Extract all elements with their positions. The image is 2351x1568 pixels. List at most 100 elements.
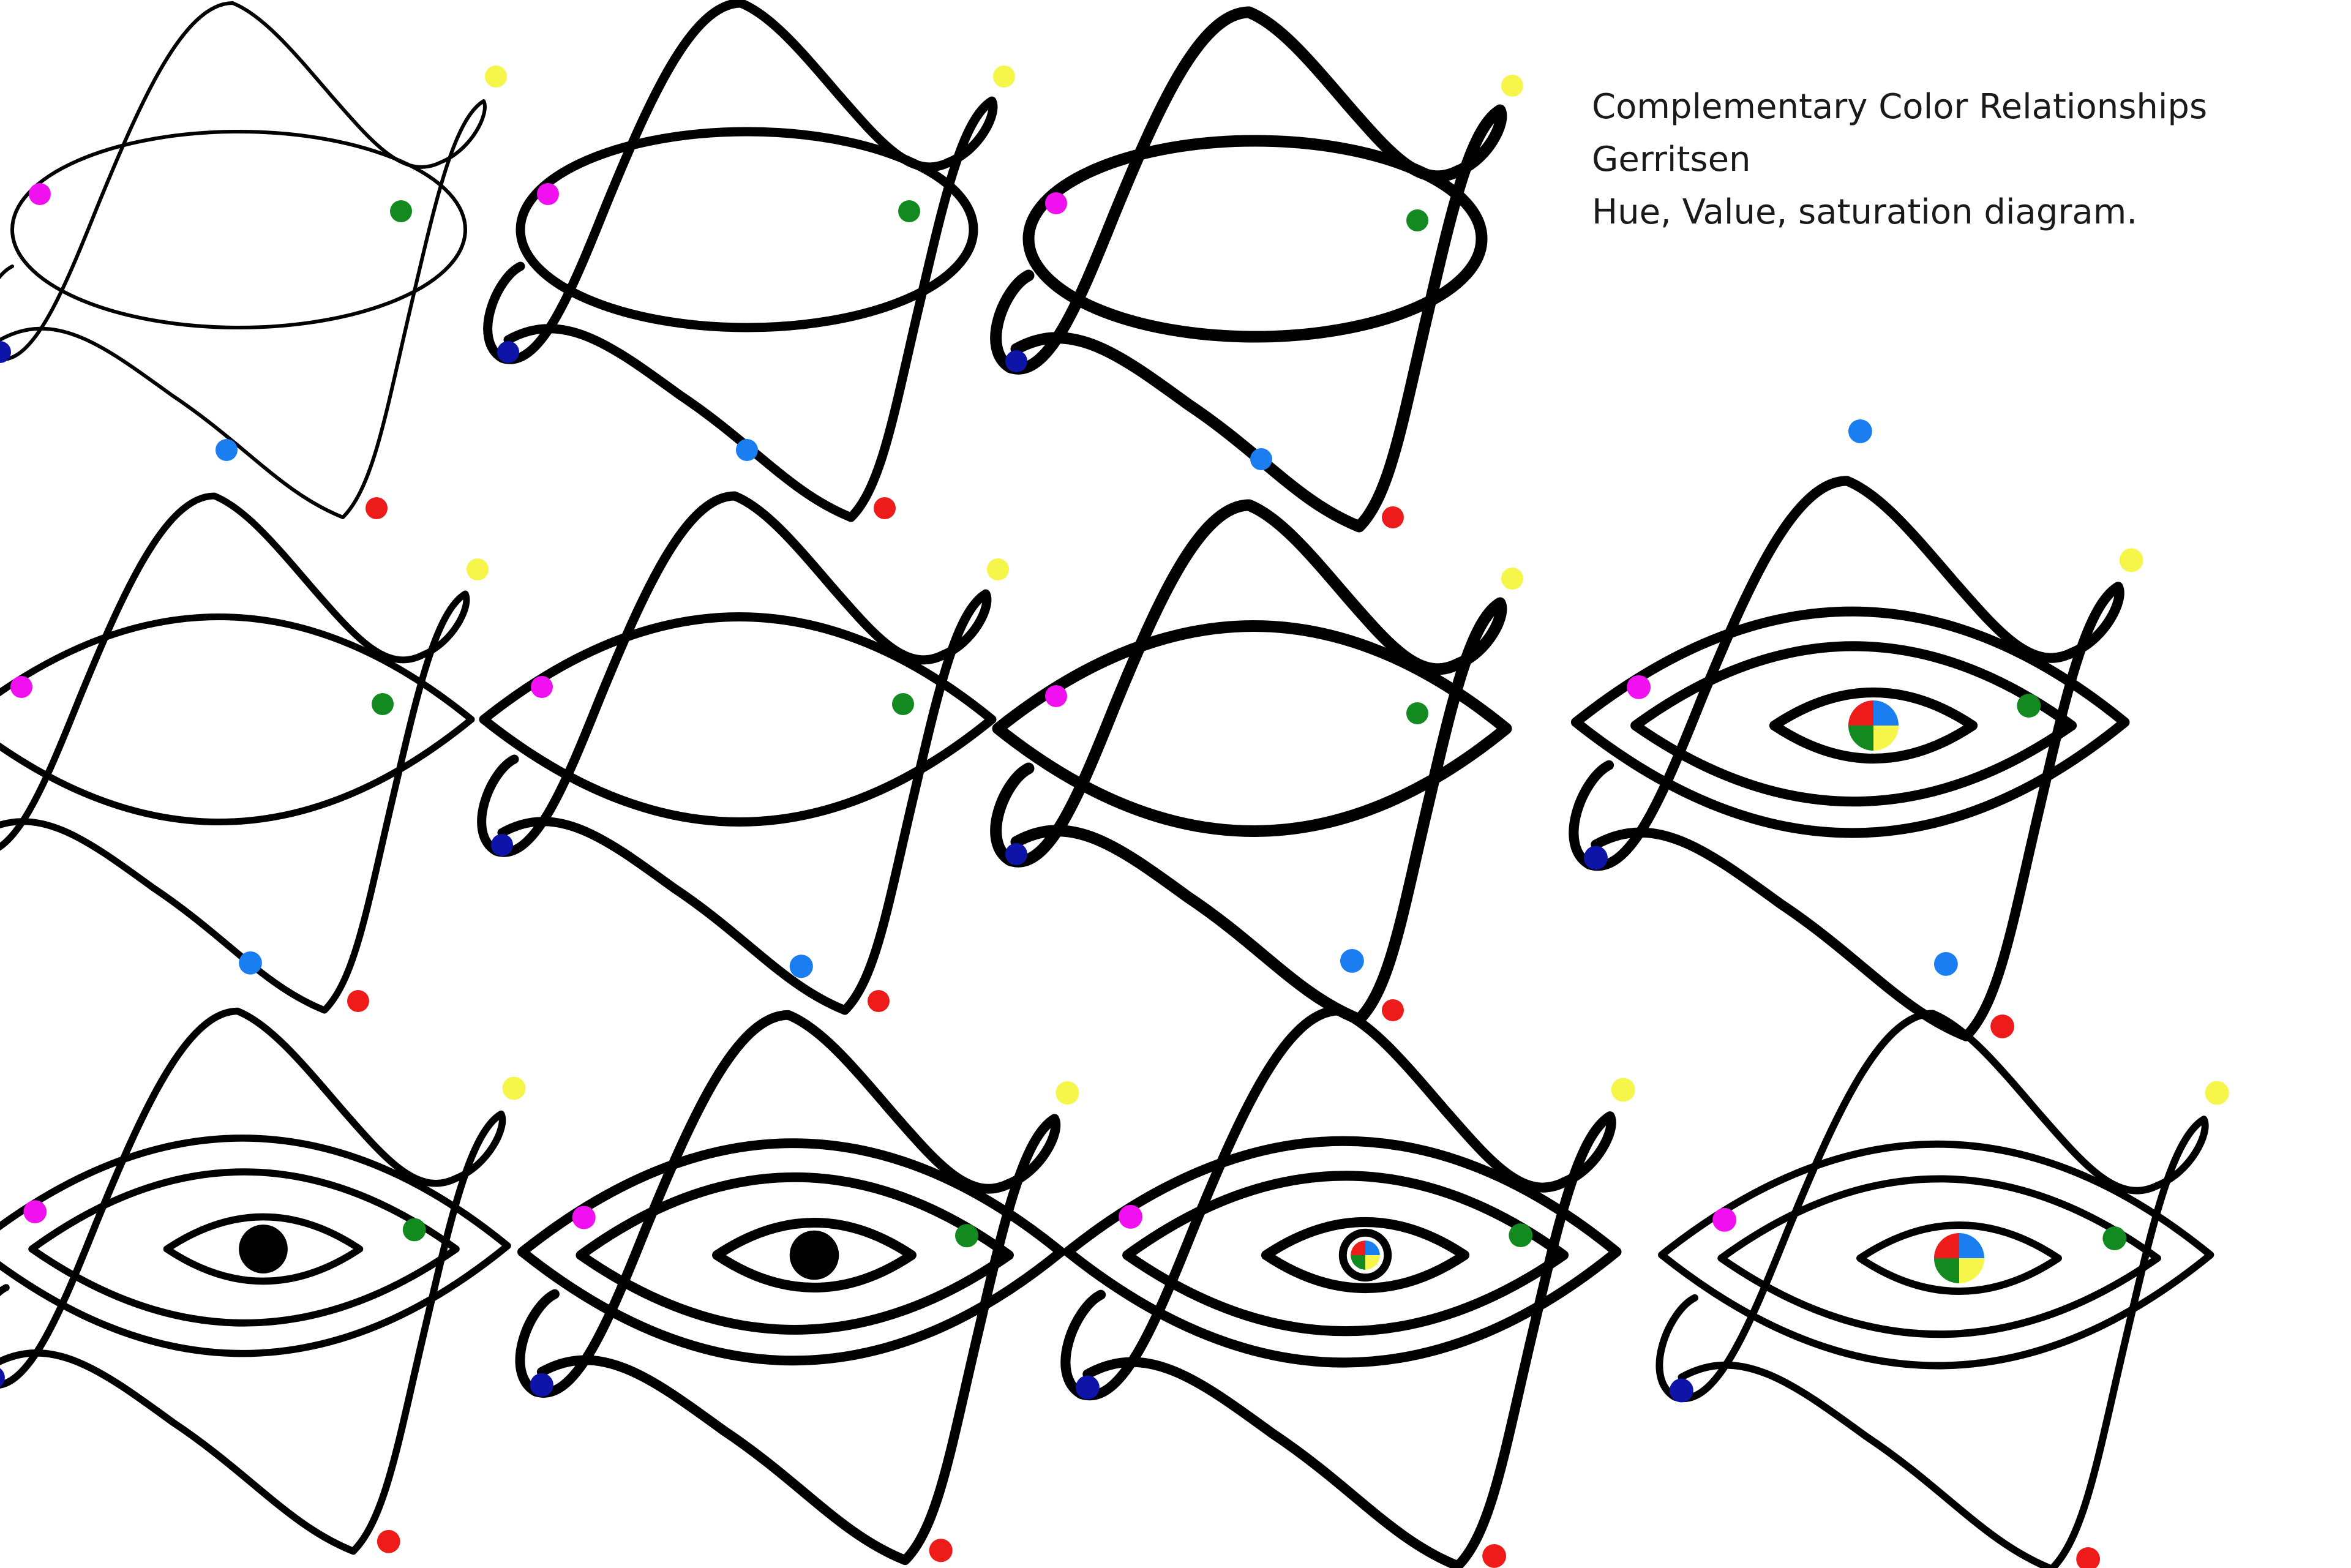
star-knot — [0, 1, 487, 519]
red-dot — [1482, 1544, 1507, 1568]
wheel-yellow-quadrant — [1365, 1255, 1380, 1270]
outer-ring — [1062, 1136, 1622, 1368]
panel-3 — [990, 6, 1523, 533]
red-dot — [874, 497, 896, 519]
diagram-subtitle: Hue, Value, saturation diagram. — [1592, 192, 2138, 232]
navy-dot — [1005, 843, 1027, 865]
star-knot — [483, 0, 998, 522]
green-dot — [402, 1218, 426, 1242]
middle-ring — [28, 1168, 460, 1327]
magenta-dot — [23, 1200, 47, 1223]
red-dot — [868, 990, 890, 1012]
wheel-green-quadrant — [1933, 1258, 1959, 1284]
red-dot — [2076, 1547, 2101, 1568]
blue-dot — [789, 955, 813, 978]
outer-ring — [0, 613, 475, 825]
wheel-yellow-quadrant — [1959, 1258, 1985, 1284]
blue-dot — [1848, 419, 1872, 443]
navy-dot — [1583, 846, 1608, 870]
outer-ring — [0, 1135, 511, 1357]
blue-dot — [1250, 448, 1272, 470]
wheel-green-quadrant — [1351, 1255, 1365, 1270]
eye-outline — [712, 1218, 917, 1292]
magenta-dot — [531, 676, 553, 698]
green-dot — [1406, 702, 1428, 724]
magenta-dot — [572, 1206, 596, 1229]
outer-ring — [1658, 1140, 2214, 1370]
magenta-dot — [1045, 192, 1067, 214]
panel-7 — [1569, 419, 2143, 1041]
red-dot — [1990, 1014, 2015, 1038]
magenta-dot — [10, 676, 32, 698]
wheel-yellow-quadrant — [1873, 726, 1899, 751]
green-dot — [1406, 209, 1428, 231]
wheel-red-quadrant — [1848, 700, 1873, 726]
panel-5 — [477, 439, 1009, 1015]
outer-ring — [1570, 606, 2130, 838]
green-dot — [390, 200, 412, 222]
red-dot — [347, 990, 369, 1012]
panel-11 — [1655, 951, 2229, 1568]
yellow-dot — [1611, 1078, 1635, 1102]
wheel-red-quadrant — [1351, 1240, 1365, 1255]
wheel-blue-quadrant — [1873, 700, 1899, 726]
author-name: Gerritsen — [1592, 140, 1751, 179]
eye-outline — [163, 1213, 364, 1285]
green-dot — [1509, 1223, 1533, 1248]
red-dot — [366, 497, 388, 519]
pupil — [239, 1225, 288, 1274]
navy-dot — [0, 1368, 5, 1387]
middle-ring — [1717, 1175, 2161, 1338]
magenta-dot — [1712, 1207, 1737, 1232]
star-knot — [1569, 476, 2124, 1041]
wheel-blue-quadrant — [1365, 1240, 1380, 1255]
yellow-dot — [467, 558, 489, 580]
panel-10 — [1060, 948, 1635, 1568]
green-dot — [892, 693, 914, 715]
green-dot — [372, 693, 394, 715]
title-block: Complementary Color Relationships Gerrit… — [1592, 81, 2207, 239]
navy-dot — [1669, 1378, 1693, 1403]
pupil-ring — [1338, 1228, 1392, 1282]
blue-dot — [736, 439, 758, 461]
green-dot — [955, 1224, 979, 1248]
panel-6 — [990, 448, 1523, 1026]
navy-dot — [530, 1373, 553, 1397]
color-wheel — [1351, 1240, 1380, 1270]
yellow-dot — [485, 66, 507, 88]
eye-outline — [1769, 687, 1978, 764]
star-knot — [990, 6, 1507, 533]
outer-ring — [517, 1138, 1066, 1366]
navy-dot — [0, 341, 11, 363]
star-knot — [0, 1007, 506, 1555]
blue-dot — [239, 951, 262, 975]
yellow-dot — [502, 1076, 526, 1100]
star-knot — [990, 499, 1507, 1026]
magenta-dot — [29, 183, 51, 205]
magenta-dot — [1119, 1204, 1143, 1229]
outer-ring — [479, 612, 997, 827]
wheel-blue-quadrant — [1959, 1232, 1985, 1258]
red-dot — [1382, 999, 1404, 1021]
red-dot — [377, 1529, 400, 1553]
green-dot — [898, 200, 920, 222]
wheel-red-quadrant — [1933, 1232, 1959, 1258]
star-knot — [515, 1010, 1061, 1566]
star-knot — [477, 491, 992, 1015]
yellow-dot — [993, 66, 1015, 88]
yellow-dot — [2205, 1081, 2229, 1105]
blue-dot — [1933, 951, 1958, 976]
eye-outline — [1261, 1217, 1470, 1294]
navy-dot — [1075, 1375, 1100, 1400]
green-dot — [2017, 694, 2041, 718]
panel-1 — [0, 1, 507, 519]
diagram-title: Complementary Color Relationships — [1592, 87, 2208, 127]
magenta-dot — [1045, 685, 1067, 707]
blue-dot — [216, 439, 238, 461]
middle-ring — [576, 1172, 1014, 1335]
yellow-dot — [1056, 1081, 1079, 1105]
magenta-dot — [537, 183, 559, 205]
eye-outline — [1856, 1221, 2062, 1295]
outer-ring — [992, 620, 1512, 837]
